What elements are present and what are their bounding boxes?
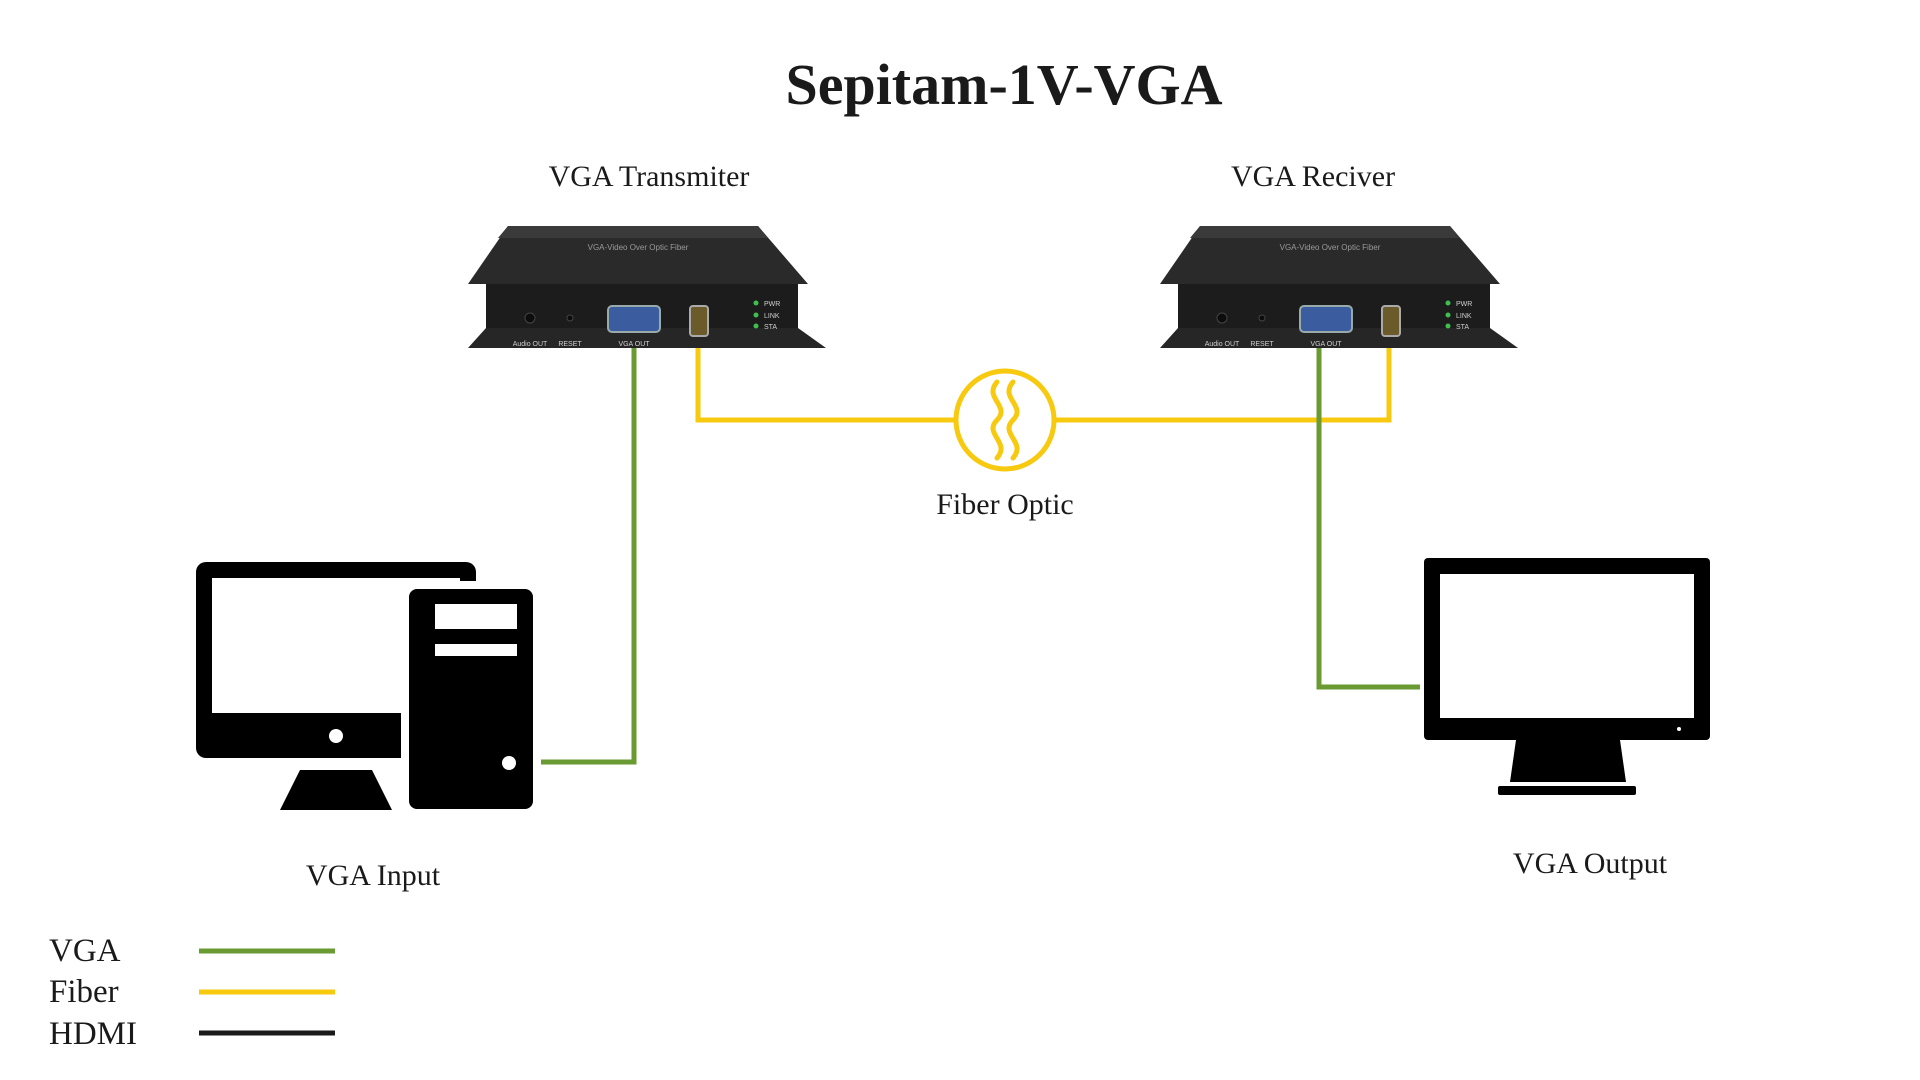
- led-sta-icon: [753, 323, 759, 329]
- vga-input-label: VGA Input: [306, 859, 441, 892]
- device-top-face: [468, 226, 808, 284]
- audio-port-icon: [1216, 312, 1228, 324]
- svg-text:RESET: RESET: [558, 341, 582, 348]
- led-sta-icon: [1445, 323, 1451, 329]
- legend-label-hdmi: HDMI: [49, 1016, 137, 1052]
- svg-text:Audio OUT: Audio OUT: [513, 341, 548, 348]
- legend-label-fiber: Fiber: [49, 974, 119, 1010]
- legend: VGA Fiber HDMI: [49, 933, 335, 1052]
- vga-port-icon: [1299, 305, 1353, 333]
- transmitter-label: VGA Transmiter: [549, 160, 750, 193]
- fiber-cable-right: [1055, 345, 1392, 423]
- svg-text:VGA OUT: VGA OUT: [1310, 341, 1342, 348]
- led-pwr-icon: [1445, 300, 1451, 306]
- led-pwr-icon: [753, 300, 759, 306]
- svg-text:VGA OUT: VGA OUT: [618, 341, 650, 348]
- vga-output-label: VGA Output: [1513, 847, 1668, 880]
- legend-label-vga: VGA: [49, 933, 121, 969]
- page-title: Sepitam-1V-VGA: [785, 52, 1222, 117]
- device-top-text: VGA-Video Over Optic Fiber: [1280, 243, 1381, 252]
- fiber-cable-left: [695, 345, 955, 423]
- led-link-icon: [753, 312, 759, 318]
- audio-port-icon: [524, 312, 536, 324]
- svg-text:PWR: PWR: [1456, 301, 1472, 308]
- fiber-optic-icon: [953, 368, 1057, 472]
- desktop-computer-icon: [196, 562, 541, 817]
- device-top-face: [1160, 226, 1500, 284]
- svg-text:PWR: PWR: [764, 301, 780, 308]
- monitor-icon: [1424, 558, 1710, 795]
- fiber-optic-label: Fiber Optic: [936, 488, 1073, 521]
- fiber-port-icon: [689, 305, 709, 337]
- vga-cable-input: [532, 345, 637, 765]
- svg-text:RESET: RESET: [1250, 341, 1274, 348]
- reset-button-icon: [566, 314, 574, 322]
- receiver-device: VGA-Video Over Optic Fiber PWR LINK STA …: [1160, 226, 1518, 348]
- receiver-label: VGA Reciver: [1231, 160, 1395, 193]
- svg-text:Audio OUT: Audio OUT: [1205, 341, 1240, 348]
- vga-port-icon: [607, 305, 661, 333]
- fiber-port-icon: [1381, 305, 1401, 337]
- svg-text:LINK: LINK: [1456, 313, 1472, 320]
- svg-text:STA: STA: [1456, 324, 1469, 331]
- transmitter-device: VGA-Video Over Optic Fiber PWR LINK STA …: [468, 226, 826, 348]
- svg-text:LINK: LINK: [764, 313, 780, 320]
- led-link-icon: [1445, 312, 1451, 318]
- device-top-text: VGA-Video Over Optic Fiber: [588, 243, 689, 252]
- reset-button-icon: [1258, 314, 1266, 322]
- svg-text:STA: STA: [764, 324, 777, 331]
- vga-cable-output: [1316, 345, 1420, 690]
